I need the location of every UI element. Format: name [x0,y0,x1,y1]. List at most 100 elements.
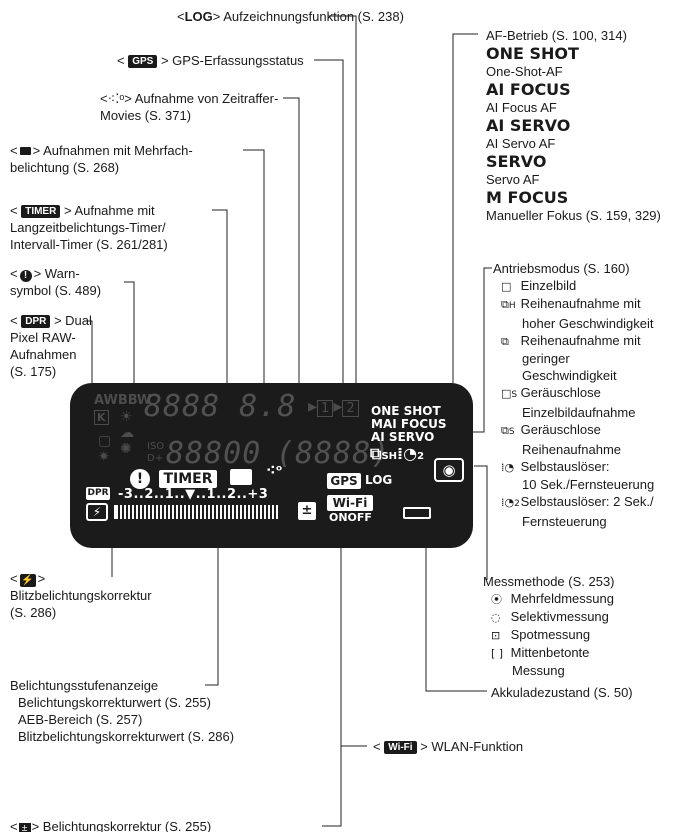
lcd-digits-bottom: 88800 [166,436,262,471]
center-weighted-metering-icon: [ ] [491,647,504,660]
low-speed-continuous-icon: ⧉ [501,335,509,348]
lcd-exp-comp-icon: ± [298,502,316,520]
level-item: Blitzbelichtungskorrekturwert (S. 286) [18,729,235,744]
flash-comp-label: <⚡>Blitzbelichtungskorrektur(S. 286) [10,571,152,620]
lcd-kelvin: K [94,410,109,425]
line-drive [470,267,492,433]
lcd-wb-icons-left: ▢✷ [98,433,112,465]
af-ai-focus: AI FOCUS [486,80,571,99]
exp-comp-label: <±> Belichtungskorrektur (S. 255) [10,818,211,832]
lcd-gps: GPS [327,473,361,489]
lcd-dpr: DPR [86,487,110,500]
af-servo-desc: Servo AF [486,172,540,187]
log-tag: LOG [184,9,213,24]
exp-comp-icon: ± [18,823,31,832]
af-m-focus-desc: Manueller Fokus (S. 159, 329) [486,208,661,223]
af-servo: SERVO [486,152,547,171]
level-label: Belichtungsstufenanzeige Belichtungskorr… [10,677,234,745]
timelapse-label: <⁖⁚ᵒ> Aufnahme von Zeitraffer-Movies (S.… [100,91,279,123]
line-level [205,506,219,686]
af-ai-focus-desc: AI Focus AF [486,100,557,115]
level-item: Belichtungskorrekturwert (S. 255) [18,695,211,710]
log-label: <LOG> Aufzeichnungsfunktion (S. 238) [177,9,404,24]
lcd-level-bar [114,505,278,519]
metering-item: ⦿ Mehrfeldmessung [491,591,614,606]
lcd-battery-icon [403,507,431,519]
af-ai-servo-desc: AI Servo AF [486,136,556,151]
line-metering [474,465,488,580]
line-battery [425,530,487,692]
af-section: AF-Betrieb (S. 100, 314) ONE SHOT One-Sh… [486,27,661,224]
line-expcomp [322,525,342,827]
lcd-onoff: ONOFF [329,511,372,524]
timer-tag: TIMER [21,205,61,218]
af-one-shot: ONE SHOT [486,44,579,63]
lcd-digits-top: 8888 8.8 [144,389,297,424]
drive-item: ⁞◔2 Selbstauslöser: 2 Sek./Fernsteuerung [501,494,654,529]
lcd-scale: -3..2..1..▼..1..2..+3 [118,487,269,502]
line-timer [212,209,228,455]
self-timer-2s-icon: ⁞◔2 [501,496,520,509]
af-m-focus: M FOCUS [486,188,569,207]
multi-exposure-label: <> Aufnahmen mit Mehrfach-belichtung (S.… [10,143,193,175]
partial-metering-icon: ◌ [491,611,501,624]
lcd-frame-1: ▸1▸2 [308,396,359,417]
line-gps [314,59,344,452]
gps-tag: GPS [128,55,158,68]
high-speed-continuous-icon: ⧉H [501,298,516,311]
lcd-multi-exposure [230,469,252,485]
lcd-timelapse-icon: ⁖ᵒ [266,463,283,479]
silent-single-icon: □S [501,387,518,400]
af-ai-servo: AI SERVO [486,116,571,135]
drive-item: ⁞◔ Selbstauslöser:10 Sek./Fernsteuerung [501,459,655,492]
metering-item: ◌ Selektivmessung [491,609,609,624]
drive-item: □ Einzelbild [501,278,577,293]
flash-comp-icon: ⚡ [19,574,36,587]
line-multi [243,149,265,455]
af-one-shot-desc: One-Shot-AF [486,64,563,79]
dpr-tag: DPR [21,315,51,328]
metering-item: ⊡ Spotmessung [491,627,591,642]
line-wifi [340,516,367,747]
line-af [452,33,478,402]
lcd-wifi: Wi-Fi [327,495,373,511]
wifi-tag: Wi-Fi [384,741,417,754]
level-item: AEB-Bereich (S. 257) [18,712,143,727]
multi-exposure-icon [19,147,31,155]
lcd-timer: TIMER [159,470,217,488]
af-title: AF-Betrieb (S. 100, 314) [486,28,627,43]
lcd-log: LOG [365,473,393,487]
warning-icon: ! [19,270,32,282]
level-title: Belichtungsstufenanzeige [10,678,159,693]
evaluative-metering-icon: ⦿ [491,593,502,606]
lcd-drive-icons: ⧉SH⁞◔2 [370,444,425,463]
battery-label: Akkuladezustand (S. 50) [491,685,633,700]
silent-continuous-icon: ⧉S [501,424,515,437]
metering-title: Messmethode (S. 253) [483,574,615,589]
lcd-flash-comp-icon: ⚡ [86,503,108,521]
metering-section: Messmethode (S. 253) ⦿ Mehrfeldmessung ◌… [483,573,615,679]
drive-section: Antriebsmodus (S. 160) □ Einzelbild ⧉H R… [493,260,654,530]
spot-metering-icon: ⊡ [491,629,501,642]
wifi-label: < Wi-Fi > WLAN-Funktion [373,739,524,754]
warning-label: <!> Warn-symbol (S. 489) [10,266,102,298]
self-timer-10s-icon: ⁞◔ [501,461,515,474]
lcd-metering-icon: ◉ [434,458,464,482]
lcd-warning-icon: ! [130,469,150,489]
single-frame-icon: □ [501,280,512,293]
gps-label: < GPS > GPS-Erfassungsstatus [117,53,304,68]
lcd-wb-icons: ☀☁✺ [120,409,134,457]
lcd-awb: AWBBW [94,393,152,408]
line-timelapse [283,97,300,455]
timelapse-icon: ⁖⁚ᵒ [107,91,125,106]
